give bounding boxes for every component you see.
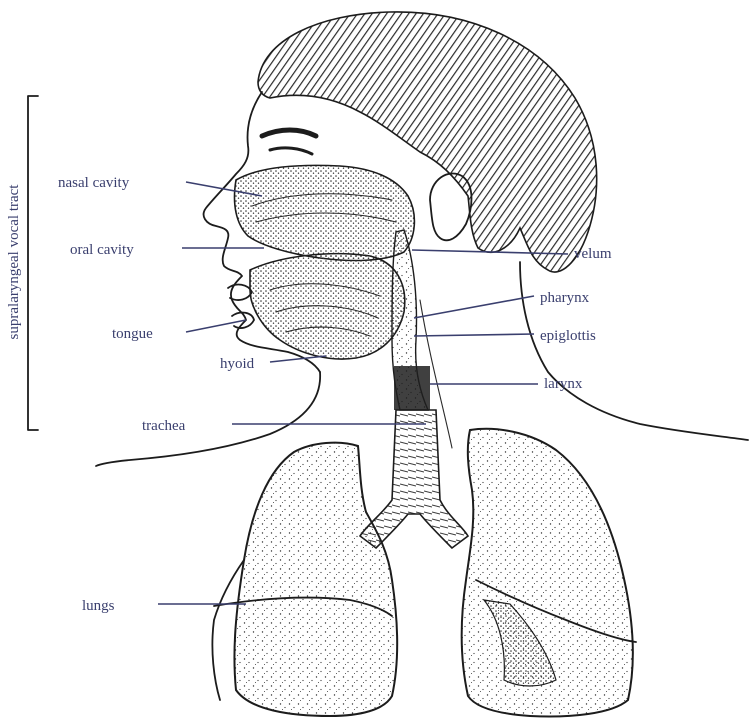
supralaryngeal-bracket: supralaryngeal vocal tract	[6, 96, 38, 430]
pharynx-larynx-illustration	[392, 230, 430, 410]
label-hyoid: hyoid	[220, 356, 255, 372]
label-velum: velum	[574, 246, 612, 262]
label-epiglottis: epiglottis	[540, 328, 596, 344]
label-trachea: trachea	[142, 418, 186, 434]
label-supralaryngeal-vocal-tract: supralaryngeal vocal tract	[6, 184, 22, 340]
leader-epiglottis	[414, 334, 534, 336]
label-lungs: lungs	[82, 598, 115, 614]
tongue-illustration	[228, 254, 405, 359]
label-nasal-cavity: nasal cavity	[58, 175, 130, 191]
label-oral-cavity: oral cavity	[70, 242, 134, 258]
leader-hyoid	[270, 356, 326, 362]
neck-outline	[96, 372, 320, 466]
trachea-illustration	[360, 410, 468, 548]
right-lung-illustration	[462, 429, 636, 717]
label-tongue: tongue	[112, 326, 153, 342]
left-lung-illustration	[212, 443, 397, 716]
nasal-oral-cavity-illustration	[235, 165, 415, 260]
label-pharynx: pharynx	[540, 290, 590, 306]
label-larynx: larynx	[544, 376, 583, 392]
leader-pharynx	[414, 296, 534, 318]
